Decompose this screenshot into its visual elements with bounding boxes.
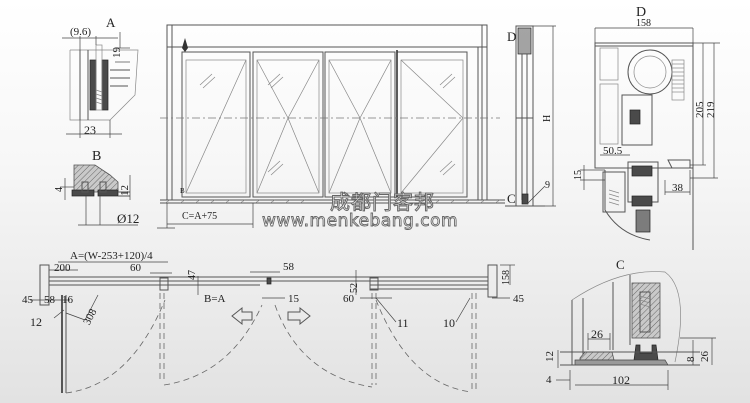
plan-formula: A=(W-253+120)/4 bbox=[70, 250, 153, 262]
plan-dim-45-left: 45 bbox=[22, 294, 33, 306]
plan-dim-16: 16 bbox=[62, 294, 73, 306]
detail-d-dim-15: 15 bbox=[573, 170, 584, 180]
detail-b-dim-left: 4 bbox=[54, 187, 65, 192]
door-elevation bbox=[157, 24, 505, 229]
side-section bbox=[505, 25, 556, 207]
detail-a-dim-top: (9.6) bbox=[70, 26, 92, 38]
detail-a-dim-side: 19 bbox=[111, 47, 123, 58]
detail-b-label: B bbox=[92, 149, 102, 164]
detail-d-label: D bbox=[636, 5, 647, 20]
watermark-chinese: 成都门客邦 bbox=[330, 190, 435, 215]
detail-c-dim-12: 12 bbox=[544, 351, 556, 362]
detail-b-dim-right: 12 bbox=[119, 185, 131, 196]
detail-c-dim-26-top: 26 bbox=[591, 327, 603, 341]
detail-d-dim-158: 158 bbox=[636, 18, 651, 29]
side-dim-h: H bbox=[542, 114, 553, 122]
detail-d-dim-38: 38 bbox=[672, 182, 683, 194]
elevation-label-b: B bbox=[180, 187, 185, 195]
detail-c-dim-26-right: 26 bbox=[699, 351, 711, 362]
detail-c-label: C bbox=[616, 257, 625, 272]
plan-dim-45-right: 45 bbox=[513, 293, 524, 305]
side-label-d: D bbox=[507, 29, 517, 44]
plan-dim-58-left: 58 bbox=[44, 294, 55, 306]
plan-dim-47: 47 bbox=[187, 270, 198, 280]
detail-c-dim-4: 4 bbox=[546, 374, 552, 386]
plan-dim-158: 158 bbox=[501, 270, 512, 285]
detail-c-drawing bbox=[556, 271, 716, 390]
detail-c-dim-102: 102 bbox=[612, 373, 630, 387]
plan-dim-200: 200 bbox=[54, 262, 71, 274]
detail-a-label: A bbox=[106, 15, 116, 30]
plan-dim-60-right: 60 bbox=[343, 293, 354, 305]
plan-dim-52: 52 bbox=[349, 283, 360, 293]
elevation-dim-c: C=A+75 bbox=[182, 211, 218, 222]
plan-dim-12: 12 bbox=[30, 315, 42, 329]
plan-dim-15: 15 bbox=[288, 293, 299, 305]
plan-dim-58-center: 58 bbox=[283, 261, 294, 273]
detail-c-dim-8: 8 bbox=[685, 356, 697, 363]
detail-d-drawing bbox=[580, 27, 720, 250]
detail-b-dim-bottom: Ø12 bbox=[117, 211, 140, 226]
detail-b-drawing bbox=[60, 164, 138, 226]
detail-a-drawing bbox=[62, 32, 139, 138]
side-dim-9: 9 bbox=[545, 180, 550, 191]
side-label-c: C bbox=[507, 191, 516, 206]
detail-d-dim-219: 219 bbox=[705, 101, 717, 119]
plan-dim-60-left: 60 bbox=[130, 262, 141, 274]
detail-a-dim-bottom: 23 bbox=[84, 123, 96, 137]
plan-dim-10: 10 bbox=[443, 316, 455, 330]
plan-view bbox=[30, 261, 515, 394]
plan-dim-b-eq-a: B=A bbox=[204, 293, 226, 305]
watermark-url: www.menkebang.com bbox=[262, 211, 459, 232]
plan-dim-11: 11 bbox=[397, 316, 409, 330]
detail-d-dim-50-5: 50.5 bbox=[603, 145, 623, 157]
